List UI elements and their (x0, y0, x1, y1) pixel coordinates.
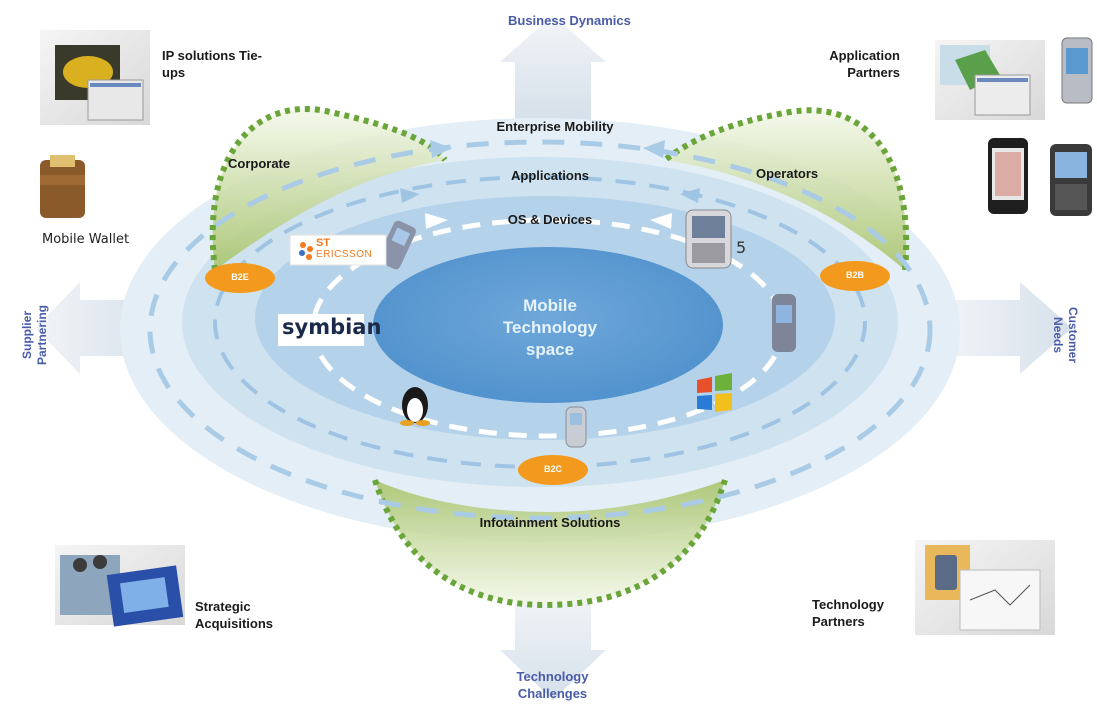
phone-fragment-text: 5 (736, 238, 747, 257)
photo-tech-partners (915, 540, 1055, 635)
lobe-right (665, 110, 907, 270)
photo-touch-phone (988, 138, 1028, 214)
infotainment-label: Infotainment Solutions (479, 515, 621, 530)
core-ellipse (373, 247, 723, 403)
applications-label: Applications (510, 168, 589, 183)
badge-b2e (205, 263, 275, 293)
phone-icon-top-left (378, 220, 416, 270)
enterprise-mobility-label: Enterprise Mobility (496, 119, 614, 134)
operators-label: Operators (756, 166, 819, 181)
phone-icon-right (772, 294, 796, 352)
windows-logo-icon (697, 373, 732, 412)
linux-penguin-icon (400, 387, 430, 426)
b2e-badge-label: B2E (231, 272, 249, 282)
photo-strategic (55, 545, 185, 627)
st-ericsson-logo (289, 234, 387, 266)
lobe-left-outline (209, 105, 448, 271)
st-logo-text: ST (316, 237, 331, 249)
os-devices-label: OS & Devices (507, 212, 593, 227)
photo-pda-phone (1061, 37, 1093, 104)
orbit-inner-arrow-2 (650, 213, 672, 229)
customer-needs-label: Customer Needs (1051, 306, 1080, 363)
blackberry-icon-top-right (685, 209, 732, 269)
arrow-up (500, 15, 606, 120)
orbit-arrow-3 (400, 188, 420, 203)
symbian-logo-text: symbian (282, 315, 382, 339)
photo-blackberry (1050, 144, 1092, 216)
photo-ip-solutions (40, 30, 150, 125)
lobe-right-outline (663, 107, 910, 271)
badge-b2c (518, 455, 588, 485)
ericsson-logo-text: ERICSSON (316, 249, 373, 260)
supplier-partnering-label: Supplier Partnering (20, 305, 49, 366)
core-label: Mobile Technology space (502, 296, 598, 359)
photo-mobile-wallet (40, 155, 85, 218)
orbit-arrow-1 (430, 140, 452, 158)
application-partners-label: Application Partners (829, 48, 900, 80)
arrow-right (940, 282, 1072, 374)
technology-partners-label: Technology Partners (812, 597, 884, 629)
mobile-wallet-label: Mobile Wallet (42, 232, 130, 247)
photo-app-partners (935, 40, 1045, 120)
corporate-label: Corporate (228, 156, 291, 171)
technology-challenges-label: Technology Challenges (516, 669, 589, 701)
b2b-badge-label: B2B (845, 270, 864, 280)
symbian-logo-bg (278, 314, 364, 346)
ip-solutions-label: IP solutions Tie-ups (162, 48, 262, 80)
badge-b2b (820, 261, 890, 291)
business-dynamics-label: Business Dynamics (508, 13, 631, 28)
orbit-arrow-4 (680, 188, 700, 203)
lobe-bottom-outline (372, 479, 728, 609)
strategic-acquisitions-label: Strategic Acquisitions (195, 599, 274, 631)
lobe-bottom (375, 480, 725, 605)
phone-icon-bottom (565, 406, 587, 448)
b2c-badge-label: B2C (543, 464, 562, 474)
orbit-inner-arrow-1 (425, 213, 448, 229)
orbit-arrow-2 (643, 140, 665, 158)
arrow-down (500, 590, 606, 700)
lobe-left (212, 108, 445, 270)
orbit-outer (147, 139, 933, 521)
